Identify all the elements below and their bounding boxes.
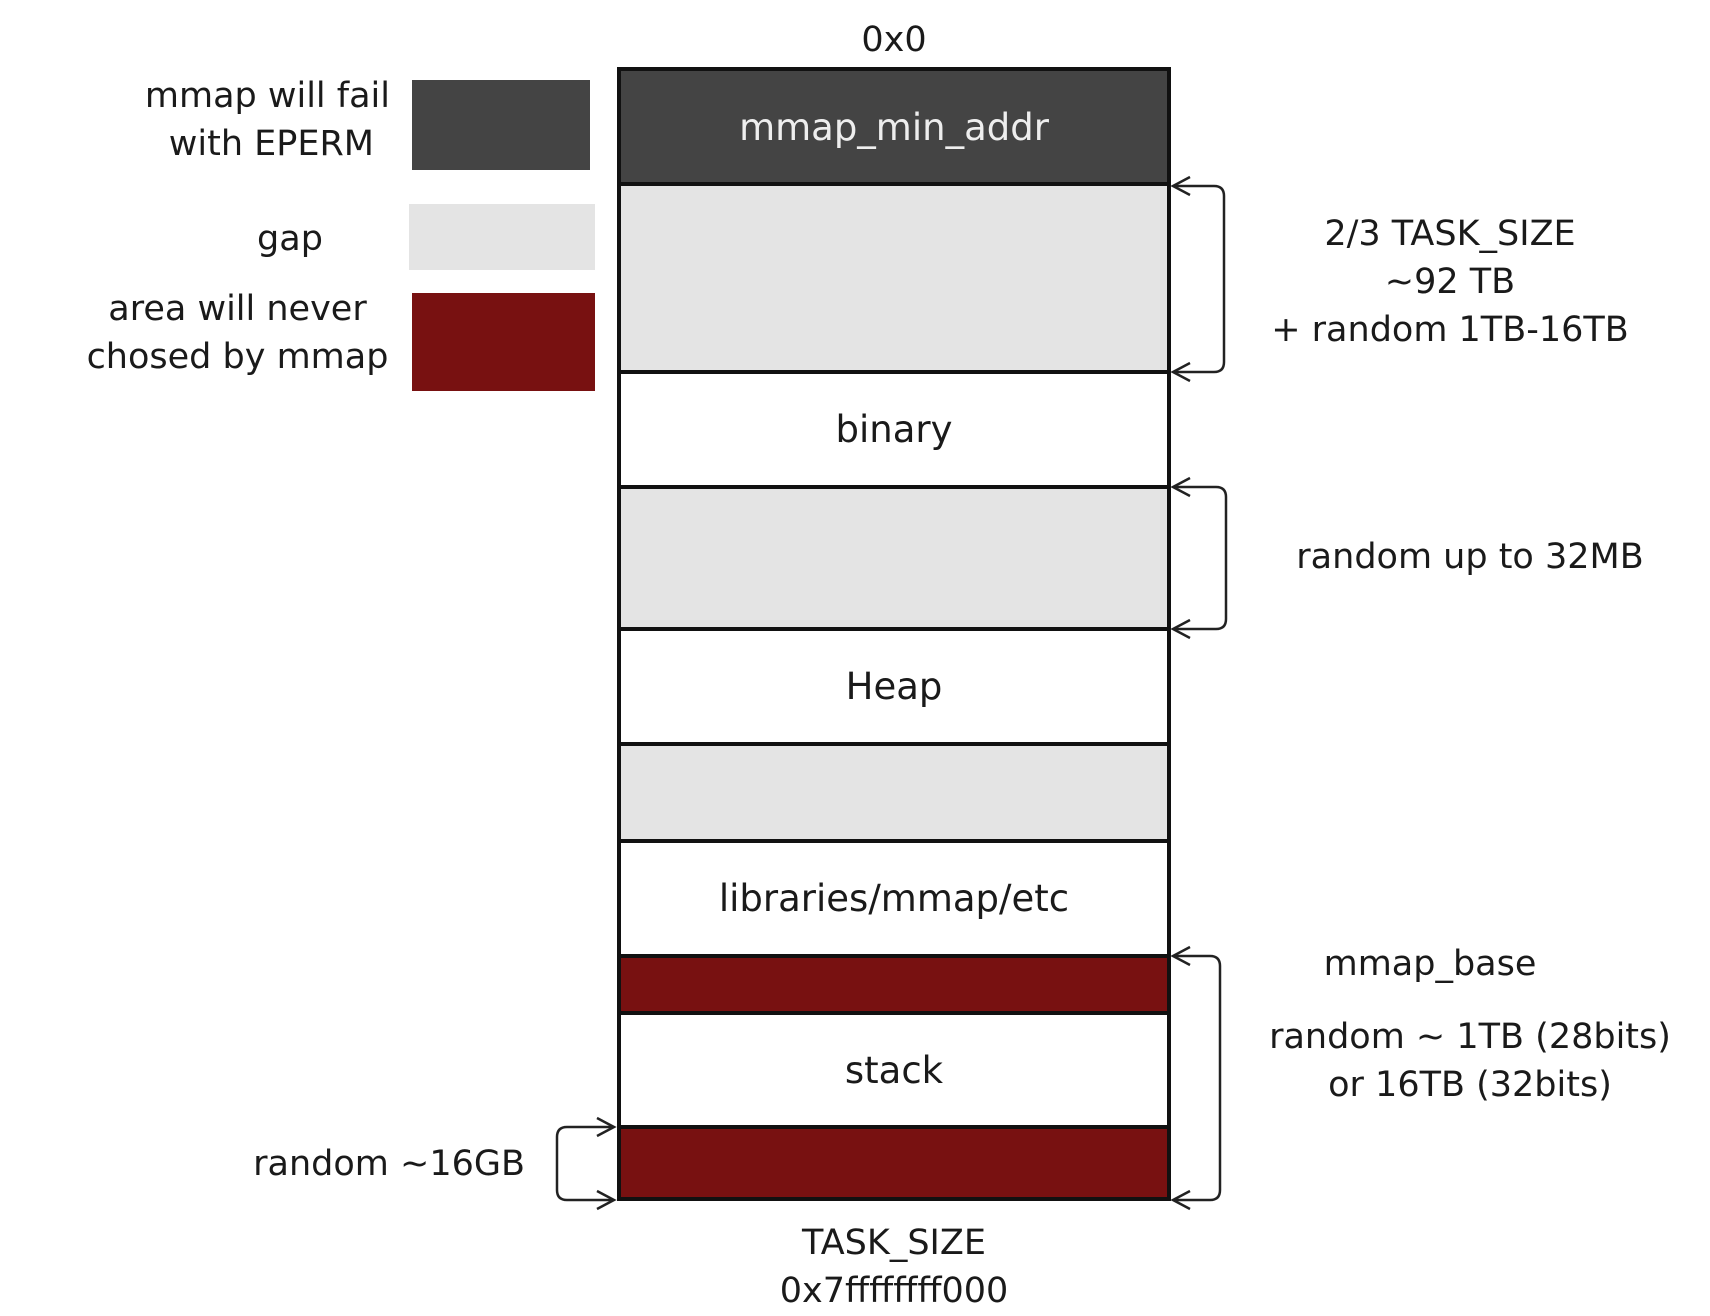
bottom-address-value: 0x7ffffffff000: [779, 1271, 1009, 1311]
segment-never-upper: [617, 956, 1171, 1013]
divider: [617, 742, 1171, 746]
annotation-task-size-line3: + random 1TB-16TB: [1271, 310, 1629, 350]
divider: [617, 1011, 1171, 1015]
segment-libraries-label: libraries/mmap/etc: [718, 877, 1070, 920]
divider: [617, 182, 1171, 186]
segment-mmap-min-addr: mmap_min_addr: [617, 67, 1171, 184]
segment-gap-binary: [617, 487, 1171, 629]
annotation-stack-random: random ~16GB: [253, 1144, 525, 1184]
bottom-address-name: TASK_SIZE: [802, 1223, 986, 1263]
annotation-mmap-base: mmap_base: [1323, 944, 1537, 984]
bracket-binary-gap: [1173, 485, 1228, 631]
annotation-binary-gap: random up to 32MB: [1296, 537, 1644, 577]
divider: [617, 1125, 1171, 1129]
divider: [617, 839, 1171, 843]
annotation-task-size-line1: 2/3 TASK_SIZE: [1324, 214, 1576, 254]
segment-heap: Heap: [617, 629, 1171, 744]
segment-libraries: libraries/mmap/etc: [617, 841, 1171, 956]
bracket-stack-random: [555, 1125, 614, 1202]
legend-gap-label: gap: [257, 219, 323, 259]
annotation-mmap-random-line1: random ~ 1TB (28bits): [1269, 1017, 1671, 1057]
divider: [617, 627, 1171, 631]
segment-stack-label: stack: [844, 1048, 944, 1092]
segment-gap-top: [617, 184, 1171, 372]
segment-heap-label: Heap: [845, 665, 943, 708]
legend-eperm-label-line1: mmap will fail: [144, 76, 390, 116]
legend-never-swatch: [412, 293, 595, 391]
legend-never-label-line2: chosed by mmap: [86, 337, 389, 377]
segment-binary: binary: [617, 372, 1171, 487]
legend-eperm-swatch: [412, 80, 590, 170]
segment-never-lower: [617, 1127, 1171, 1201]
segment-mmap-min-addr-label: mmap_min_addr: [739, 106, 1049, 149]
divider: [617, 485, 1171, 489]
segment-stack: stack: [617, 1013, 1171, 1127]
annotation-task-size-line2: ~92 TB: [1384, 262, 1516, 302]
legend-eperm-label-line2: with EPERM: [168, 124, 374, 164]
legend-gap-swatch: [409, 204, 595, 270]
bracket-task-size-gap: [1173, 184, 1226, 374]
bracket-mmap-random: [1173, 954, 1222, 1202]
divider: [617, 954, 1171, 958]
segment-binary-label: binary: [835, 408, 953, 451]
segment-gap-heap: [617, 744, 1171, 841]
legend-never-label-line1: area will never: [108, 289, 367, 329]
annotation-mmap-random-line2: or 16TB (32bits): [1328, 1065, 1612, 1105]
divider: [617, 370, 1171, 374]
top-address-label: 0x0: [861, 20, 927, 60]
